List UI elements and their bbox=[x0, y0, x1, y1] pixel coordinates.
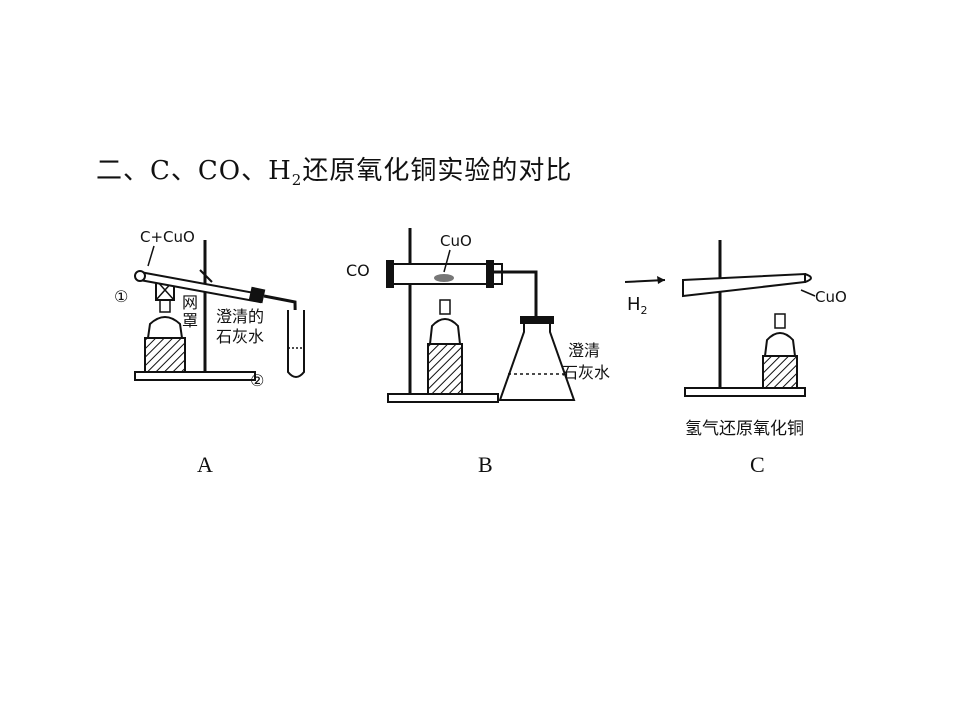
label-c-cuo: C+CuO bbox=[140, 228, 195, 246]
apparatus-a-diagram: C+CuO ① 网 罩 澄清的 石灰水 ② bbox=[114, 228, 305, 390]
wood-block bbox=[762, 355, 798, 389]
wood-block bbox=[144, 337, 186, 373]
label-h2: H2 bbox=[627, 294, 648, 317]
label-limewater-1: 澄清 bbox=[568, 341, 600, 360]
caption-b: B bbox=[478, 452, 493, 477]
figure-c-subtitle: 氢气还原氧化铜 bbox=[685, 419, 804, 439]
stand-base bbox=[684, 387, 806, 397]
alcohol-lamp bbox=[763, 332, 797, 357]
apparatus-b-diagram: CO CuO 澄清 石灰水 bbox=[346, 228, 610, 403]
alcohol-lamp bbox=[146, 316, 184, 339]
label-gauze-2: 罩 bbox=[182, 311, 198, 330]
alcohol-lamp bbox=[428, 318, 462, 345]
label-limewater-2: 石灰水 bbox=[216, 327, 264, 346]
apparatus-c-diagram: H2 CuO 氢气还原氧化铜 bbox=[625, 240, 847, 439]
caption-c: C bbox=[750, 452, 765, 477]
stand-base bbox=[387, 393, 499, 403]
slide-title: 二、C、CO、H2还原氧化铜实验的对比 bbox=[96, 150, 572, 189]
limewater-test-tube bbox=[287, 310, 305, 378]
title-subscript: 2 bbox=[291, 171, 303, 190]
label-cuo: CuO bbox=[815, 288, 847, 306]
label-gauze-1: 网 bbox=[182, 293, 198, 312]
reaction-tube bbox=[682, 272, 806, 298]
marker-2: ② bbox=[250, 371, 264, 390]
title-text-end: 还原氧化铜实验的对比 bbox=[302, 156, 573, 186]
caption-a: A bbox=[197, 452, 213, 477]
wood-block bbox=[427, 343, 463, 395]
label-cuo: CuO bbox=[440, 232, 472, 250]
label-limewater-1: 澄清的 bbox=[216, 307, 264, 326]
marker-1: ① bbox=[114, 287, 128, 306]
limewater-flask bbox=[498, 320, 576, 401]
label-limewater-2: 石灰水 bbox=[562, 363, 610, 382]
label-co: CO bbox=[346, 261, 370, 280]
stand-base bbox=[134, 371, 256, 381]
title-text-start: 二、C、CO、H bbox=[96, 156, 292, 186]
